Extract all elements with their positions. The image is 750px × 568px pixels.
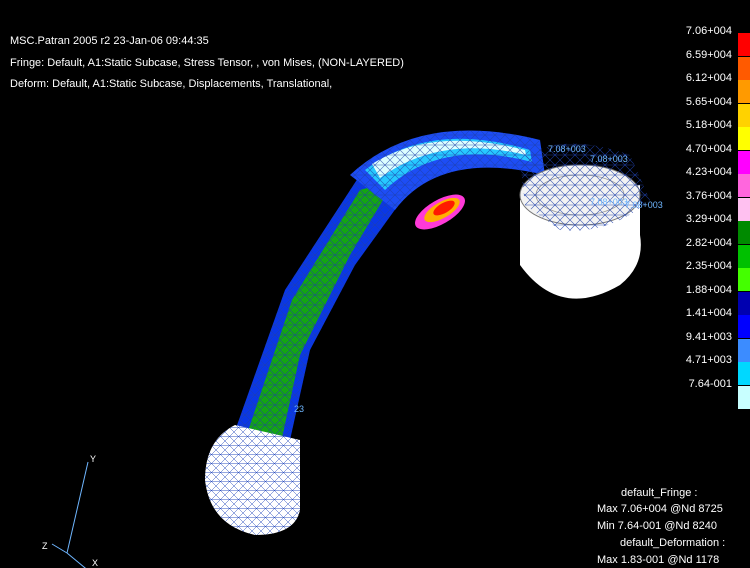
legend-swatch (738, 80, 750, 103)
boss-mesh-ring (520, 143, 650, 231)
legend-label: 2.82+004 (685, 236, 732, 249)
deform-line: Deform: Default, A1:Static Subcase, Disp… (10, 78, 333, 90)
legend-swatch (738, 315, 750, 338)
legend-label: 4.71+003 (685, 354, 732, 366)
legend-swatch (738, 385, 750, 409)
title-line: MSC.Patran 2005 r2 23-Jan-06 09:44:35 (10, 35, 209, 47)
legend-label: 4.70+004 (685, 142, 732, 155)
mesh-label: 7.08+003 (590, 197, 628, 207)
legend-label: 7.06+004 (685, 25, 732, 37)
legend-label: 5.65+004 (685, 95, 732, 108)
legend-swatch (738, 127, 750, 150)
legend-label: 5.18+004 (685, 119, 732, 131)
bend-mesh (350, 130, 545, 210)
fringe-max: Max 7.06+004 @Nd 8725 (597, 503, 723, 515)
deform-title: default_Deformation : (620, 537, 726, 549)
fringe-line: Fringe: Default, A1:Static Subcase, Stre… (10, 57, 404, 69)
axis-triad: Y Z X (42, 454, 98, 568)
legend-swatch (738, 291, 750, 315)
mesh-label: 7.08+003 (625, 200, 663, 210)
legend-label: 7.64-001 (688, 377, 732, 390)
legend-swatch (738, 221, 750, 244)
legend-swatch (738, 268, 750, 291)
mesh-label: 23 (294, 404, 304, 414)
axis-x-label: X (92, 558, 98, 568)
mesh-label: 7.08+003 (548, 144, 586, 154)
fringe-title: default_Fringe : (621, 487, 698, 499)
legend-label: 3.76+004 (685, 189, 732, 202)
deform-max: Max 1.83-001 @Nd 1178 (597, 554, 720, 566)
legend-label: 6.12+004 (685, 72, 732, 84)
fe-model: 7.08+003 7.08+003 7.08+003 7.08+003 23 (205, 130, 663, 535)
arm-mesh (230, 160, 420, 445)
axis-z-label: Z (42, 541, 48, 551)
legend-label: 1.88+004 (685, 283, 732, 296)
legend-swatch (738, 197, 750, 221)
legend-label: 4.23+004 (685, 166, 732, 178)
legend-swatch (738, 56, 750, 80)
legend-label: 6.59+004 (685, 48, 732, 61)
legend-swatch (738, 33, 750, 56)
legend-swatch (738, 244, 750, 268)
legend-label: 3.29+004 (685, 213, 732, 225)
legend-swatch (738, 103, 750, 127)
mesh-label: 7.08+003 (590, 154, 628, 164)
legend-swatch (738, 362, 750, 385)
legend-swatch (738, 338, 750, 362)
legend-label: 1.41+004 (685, 307, 732, 319)
axis-y-label: Y (90, 454, 96, 464)
fringe-min: Min 7.64-001 @Nd 8240 (597, 520, 718, 532)
legend-label: 2.35+004 (685, 260, 732, 272)
legend-swatch (738, 174, 750, 197)
legend-label: 9.41+003 (685, 330, 732, 343)
base-end (205, 425, 300, 535)
legend-swatch (738, 150, 750, 174)
